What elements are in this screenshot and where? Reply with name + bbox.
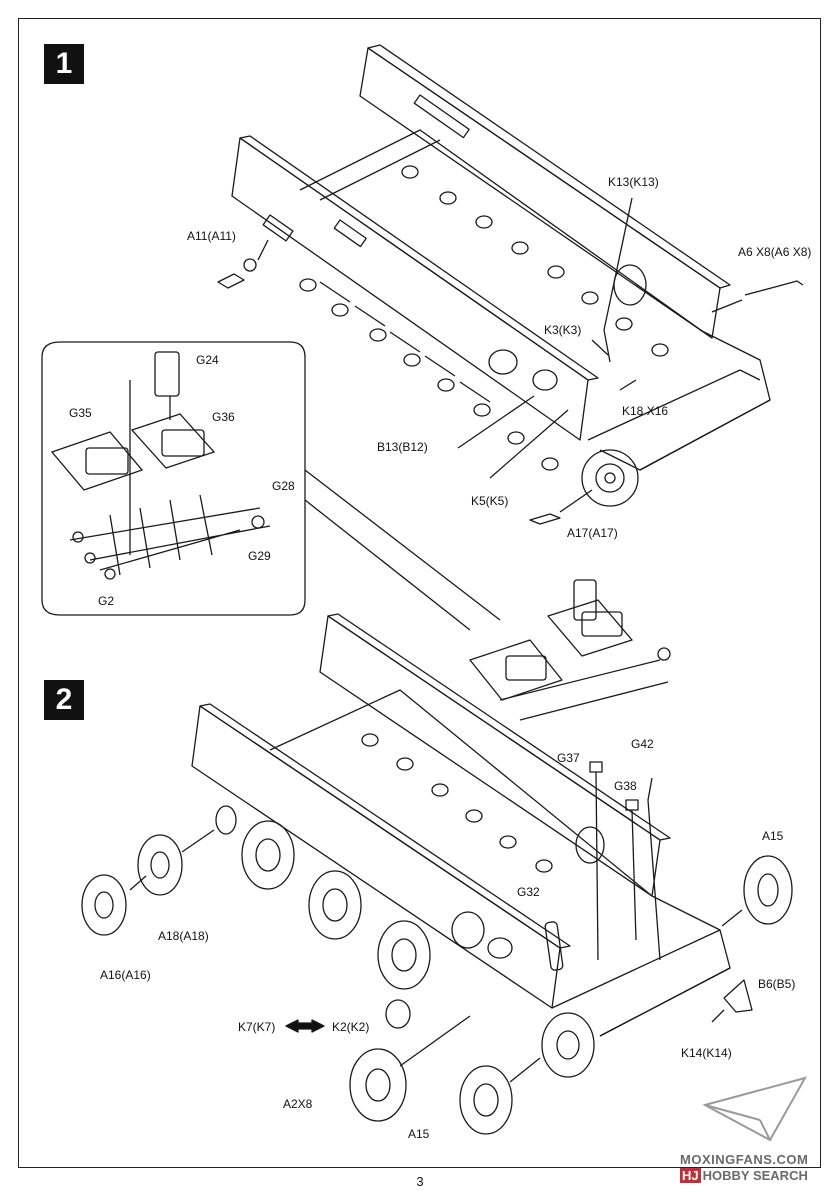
label-k14: K14(K14) xyxy=(681,1046,732,1060)
page-frame xyxy=(18,18,821,1168)
part-a15-bottom xyxy=(459,1065,513,1135)
label-a11: A11(A11) xyxy=(187,229,236,243)
part-a6 xyxy=(744,280,804,296)
part-a18 xyxy=(137,834,183,896)
label-g2: G2 xyxy=(98,594,115,608)
axle-stubs-step2 xyxy=(361,733,553,873)
label-a15-top: A15 xyxy=(762,829,784,843)
part-b6 xyxy=(723,979,753,1013)
part-g38 xyxy=(625,799,639,811)
label-a15-bottom: A15 xyxy=(408,1127,430,1141)
label-a16: A16(A16) xyxy=(100,968,151,982)
label-a17: A17(A17) xyxy=(567,526,618,540)
part-g37 xyxy=(589,761,603,773)
suspension-arms xyxy=(299,278,559,471)
axle-stubs-far xyxy=(401,165,669,357)
mounted-bins xyxy=(469,579,671,721)
label-g29: G29 xyxy=(248,549,271,563)
inset-callout xyxy=(41,341,501,631)
part-a16 xyxy=(81,874,127,936)
label-b13: B13(B12) xyxy=(377,440,428,454)
page-number: 3 xyxy=(416,1174,424,1189)
part-g24 xyxy=(154,351,180,397)
label-k18: K18 X16 xyxy=(622,404,669,418)
label-b6: B6(B5) xyxy=(758,977,796,991)
label-g36: G36 xyxy=(212,410,235,424)
step1-hull xyxy=(217,44,804,525)
road-wheels xyxy=(241,820,431,990)
label-g24: G24 xyxy=(196,353,219,367)
part-a17 xyxy=(529,513,561,525)
part-a11 xyxy=(217,273,245,289)
label-k7: K7(K7) xyxy=(238,1020,276,1034)
label-g38: G38 xyxy=(614,779,637,793)
label-k13: K13(K13) xyxy=(608,175,659,189)
label-g35: G35 xyxy=(69,406,92,420)
watermark-badge: HJ xyxy=(680,1168,701,1183)
label-k2: K2(K2) xyxy=(332,1020,370,1034)
step-number-1: 1 xyxy=(44,44,84,84)
label-g32: G32 xyxy=(517,885,540,899)
part-a2 xyxy=(349,1048,407,1122)
watermark-site: MOXINGFANS.COM xyxy=(680,1152,809,1167)
label-a18: A18(A18) xyxy=(158,929,209,943)
label-k5: K5(K5) xyxy=(471,494,509,508)
label-a6: A6 X8(A6 X8) xyxy=(738,245,812,259)
part-a15-top xyxy=(743,855,793,925)
drive-sprocket-step1 xyxy=(581,449,639,507)
label-g28: G28 xyxy=(272,479,295,493)
label-g37: G37 xyxy=(557,751,580,765)
part-k2 xyxy=(385,999,411,1029)
part-g32 xyxy=(544,921,564,971)
step-number-2: 2 xyxy=(44,680,84,720)
label-g42: G42 xyxy=(631,737,654,751)
label-k3: K3(K3) xyxy=(544,323,582,337)
watermark-brand: HOBBY SEARCH xyxy=(702,1168,808,1183)
step2-hull xyxy=(81,579,793,1135)
label-a2: A2X8 xyxy=(283,1097,313,1111)
